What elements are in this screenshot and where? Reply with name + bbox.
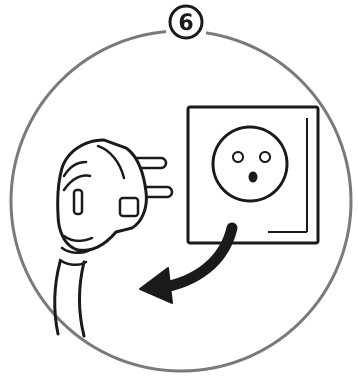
plug-grip-left — [74, 190, 82, 214]
step-badge: 6 — [166, 4, 206, 40]
socket-hole-left — [233, 152, 243, 162]
plug-grip-right — [120, 198, 138, 216]
socket-hole-right — [260, 152, 270, 162]
wall-socket — [188, 107, 318, 243]
step-number: 6 — [178, 11, 193, 36]
socket-earth-pin — [249, 172, 258, 183]
socket-outlet — [213, 127, 287, 201]
